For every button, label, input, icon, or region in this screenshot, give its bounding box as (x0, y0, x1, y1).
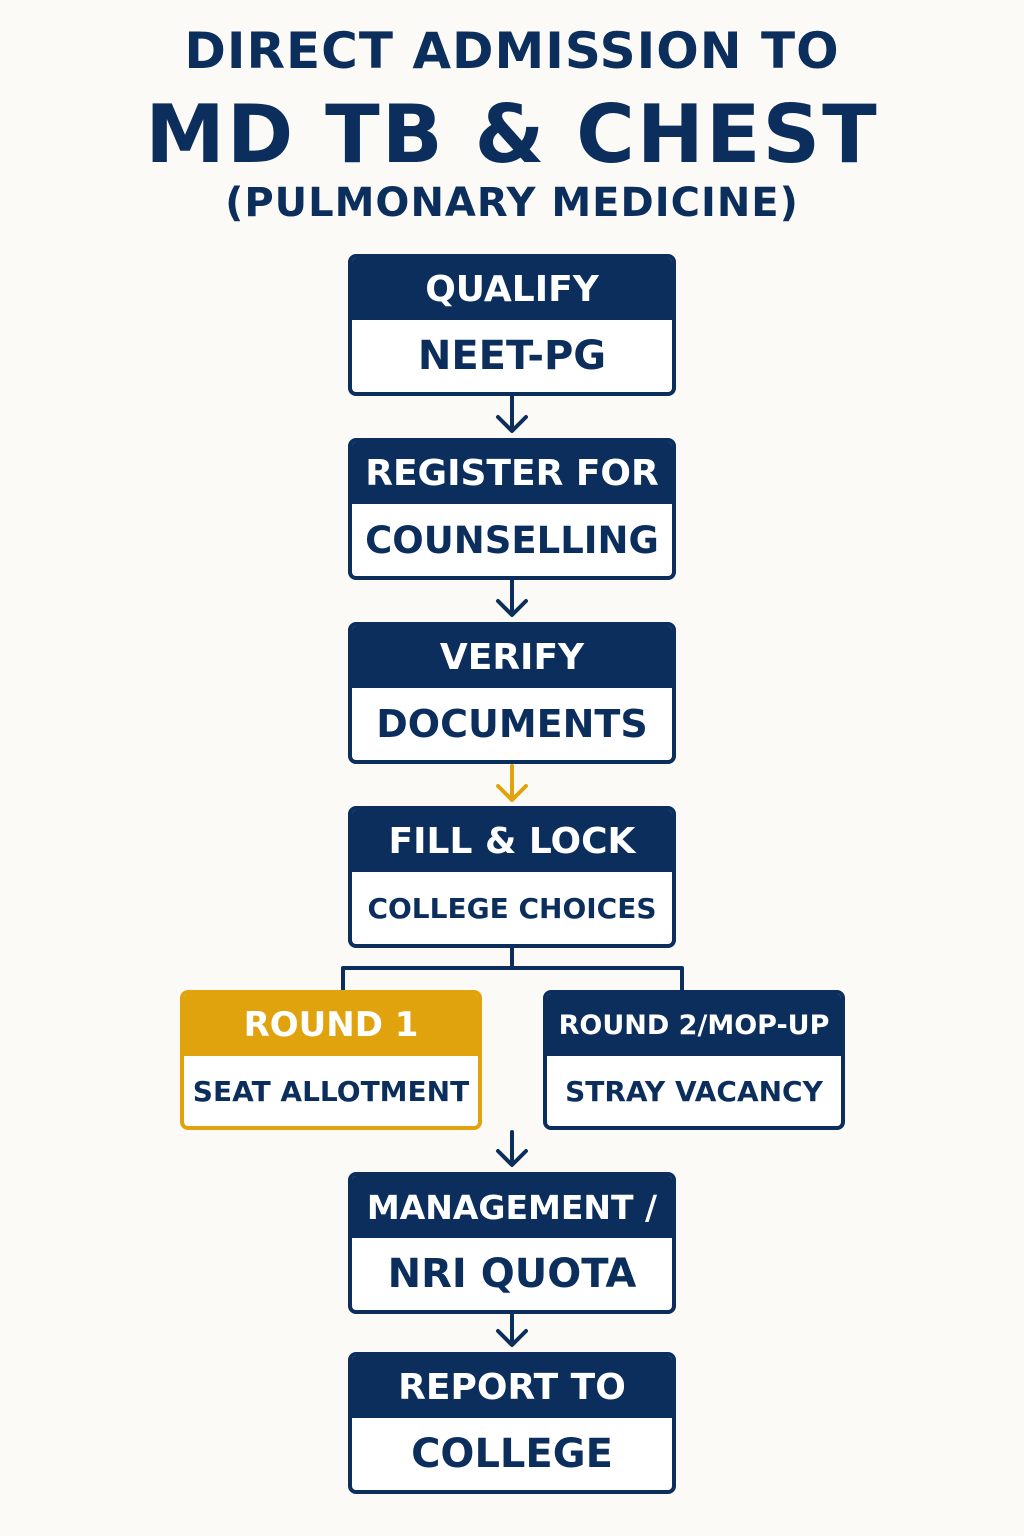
page-title-line-2: MD TB & CHEST (145, 88, 879, 181)
branch-connector (341, 946, 684, 992)
step-label: COLLEGE (411, 1431, 613, 1477)
step-qualify-neet-pg: QUALIFY NEET-PG (348, 254, 676, 396)
step-label: NRI QUOTA (387, 1251, 637, 1297)
round-2-stray-vacancy: ROUND 2/MOP-UP STRAY VACANCY (543, 990, 845, 1130)
round-label: STRAY VACANCY (565, 1074, 823, 1108)
arrow-down-icon (496, 394, 528, 433)
step-heading: REGISTER FOR (352, 442, 672, 504)
step-heading: VERIFY (352, 626, 672, 688)
step-fill-lock-choices: FILL & LOCK COLLEGE CHOICES (348, 806, 676, 948)
step-report-to-college: REPORT TO COLLEGE (348, 1352, 676, 1494)
page-title-line-1: DIRECT ADMISSION TO (184, 22, 840, 80)
step-label: COUNSELLING (365, 518, 659, 562)
step-label: DOCUMENTS (376, 702, 648, 746)
round-heading: ROUND 1 (184, 994, 478, 1056)
step-heading: FILL & LOCK (352, 810, 672, 872)
arrow-down-icon (496, 578, 528, 617)
round-heading: ROUND 2/MOP-UP (547, 994, 841, 1056)
arrow-down-icon (496, 1310, 528, 1347)
step-heading: REPORT TO (352, 1356, 672, 1418)
arrow-down-icon (496, 764, 528, 802)
step-label: COLLEGE CHOICES (367, 891, 657, 925)
step-verify-documents: VERIFY DOCUMENTS (348, 622, 676, 764)
page-title-line-3: (PULMONARY MEDICINE) (225, 180, 799, 226)
arrow-down-icon (496, 1130, 528, 1167)
step-register-counselling: REGISTER FOR COUNSELLING (348, 438, 676, 580)
step-heading: MANAGEMENT / (352, 1176, 672, 1238)
round-1-seat-allotment: ROUND 1 SEAT ALLOTMENT (180, 990, 482, 1130)
step-label: NEET-PG (417, 333, 607, 379)
step-heading: QUALIFY (352, 258, 672, 320)
step-management-nri-quota: MANAGEMENT / NRI QUOTA (348, 1172, 676, 1314)
round-label: SEAT ALLOTMENT (192, 1074, 470, 1108)
